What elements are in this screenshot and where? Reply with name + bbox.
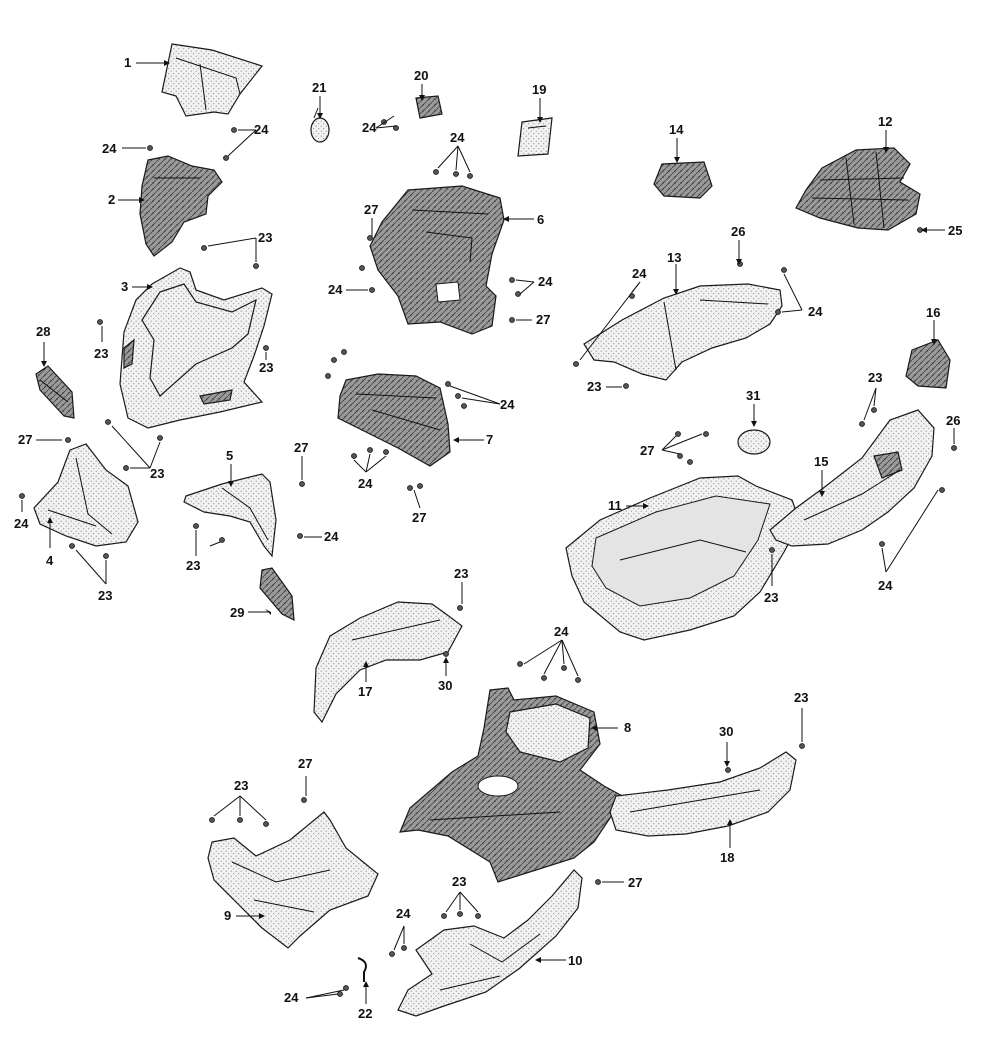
label-24-f: 24 bbox=[450, 130, 465, 145]
label-23-f: 23 bbox=[186, 558, 200, 573]
label-9: 9 bbox=[224, 908, 231, 923]
part-22-spring-hook bbox=[357, 957, 367, 982]
part-18-rear-lower-cover bbox=[609, 751, 797, 837]
label-26-b: 26 bbox=[946, 413, 960, 428]
label-6: 6 bbox=[537, 212, 544, 227]
part-7-storage-box-lower bbox=[337, 373, 451, 467]
label-19: 19 bbox=[532, 82, 546, 97]
label-2: 2 bbox=[108, 192, 115, 207]
label-23-j: 23 bbox=[764, 590, 778, 605]
label-23-h: 23 bbox=[587, 379, 601, 394]
label-27-b: 27 bbox=[536, 312, 550, 327]
label-24-b: 24 bbox=[102, 141, 117, 156]
label-23-b: 23 bbox=[94, 346, 108, 361]
label-24-p: 24 bbox=[284, 990, 299, 1005]
label-23-c: 23 bbox=[259, 360, 273, 375]
label-16: 16 bbox=[926, 305, 940, 320]
label-8: 8 bbox=[624, 720, 631, 735]
label-30-a: 30 bbox=[438, 678, 452, 693]
part-4-lower-front-inner-cover bbox=[33, 443, 139, 547]
label-17: 17 bbox=[358, 684, 372, 699]
label-7: 7 bbox=[486, 432, 493, 447]
label-23-m: 23 bbox=[452, 874, 466, 889]
label-27-a: 27 bbox=[364, 202, 378, 217]
part-2-inner-front-panel bbox=[139, 155, 223, 257]
label-27-e: 27 bbox=[18, 432, 32, 447]
part-15-rear-side-cover-right bbox=[769, 409, 935, 547]
label-24-o: 24 bbox=[396, 906, 411, 921]
label-27-f: 27 bbox=[640, 443, 654, 458]
callout-labels: 1 2 3 4 5 6 7 8 9 10 11 12 13 14 15 16 1… bbox=[14, 55, 962, 1021]
part-28-vent-grille bbox=[35, 365, 75, 419]
label-5: 5 bbox=[226, 448, 233, 463]
label-27-d: 27 bbox=[412, 510, 426, 525]
part-16-rear-reflector bbox=[905, 339, 951, 389]
part-14-tail-light-lens bbox=[653, 161, 713, 199]
label-11: 11 bbox=[608, 498, 622, 513]
label-24-m: 24 bbox=[808, 304, 823, 319]
label-1: 1 bbox=[124, 55, 131, 70]
label-23-i: 23 bbox=[868, 370, 882, 385]
label-20: 20 bbox=[414, 68, 428, 83]
part-8-floor-panel bbox=[399, 687, 627, 883]
label-23-g: 23 bbox=[454, 566, 468, 581]
part-20-small-bracket bbox=[415, 95, 443, 119]
part-1-front-top-cover bbox=[161, 43, 264, 117]
label-13: 13 bbox=[667, 250, 681, 265]
label-28: 28 bbox=[36, 324, 50, 339]
part-10-right-floor-side-cover bbox=[397, 869, 583, 1017]
label-22: 22 bbox=[358, 1006, 372, 1021]
part-19-cover-plate bbox=[517, 117, 553, 157]
label-31: 31 bbox=[746, 388, 760, 403]
part-11-storage-box bbox=[565, 475, 801, 641]
part-9-left-floor-side-cover bbox=[207, 811, 379, 949]
label-24-g: 24 bbox=[328, 282, 343, 297]
label-24-j: 24 bbox=[358, 476, 373, 491]
label-3: 3 bbox=[121, 279, 128, 294]
part-6-inner-leg-shield bbox=[369, 185, 505, 335]
label-23-e: 23 bbox=[98, 588, 112, 603]
label-27-h: 27 bbox=[628, 875, 642, 890]
part-3-front-cover bbox=[119, 267, 273, 429]
label-24-c: 24 bbox=[14, 516, 29, 531]
label-24-e: 24 bbox=[362, 120, 377, 135]
label-15: 15 bbox=[814, 454, 828, 469]
label-23-d: 23 bbox=[150, 466, 164, 481]
part-5-side-panel bbox=[183, 473, 277, 558]
label-29: 29 bbox=[230, 605, 244, 620]
label-24-n: 24 bbox=[878, 578, 893, 593]
label-26-a: 26 bbox=[731, 224, 745, 239]
label-10: 10 bbox=[568, 953, 582, 968]
part-31-cap bbox=[737, 429, 771, 455]
part-17-front-inner-fender bbox=[313, 601, 463, 724]
leader-lines bbox=[21, 60, 955, 1004]
label-21: 21 bbox=[312, 80, 326, 95]
label-24-k: 24 bbox=[554, 624, 569, 639]
label-24-i: 24 bbox=[500, 397, 515, 412]
label-12: 12 bbox=[878, 114, 892, 129]
label-23-k: 23 bbox=[794, 690, 808, 705]
label-24-d: 24 bbox=[324, 529, 339, 544]
label-18: 18 bbox=[720, 850, 734, 865]
label-24-l: 24 bbox=[632, 266, 647, 281]
label-23-a: 23 bbox=[258, 230, 272, 245]
label-30-b: 30 bbox=[719, 724, 733, 739]
label-24-a: 24 bbox=[254, 122, 269, 137]
label-14: 14 bbox=[669, 122, 684, 137]
label-23-l: 23 bbox=[234, 778, 248, 793]
part-29-vent-grille bbox=[259, 567, 295, 622]
part-13-rear-side-cover-left bbox=[583, 283, 783, 381]
label-24-h: 24 bbox=[538, 274, 553, 289]
label-4: 4 bbox=[46, 553, 54, 568]
part-12-floor-mat bbox=[795, 147, 921, 231]
label-27-g: 27 bbox=[298, 756, 312, 771]
label-25: 25 bbox=[948, 223, 962, 238]
label-27-c: 27 bbox=[294, 440, 308, 455]
